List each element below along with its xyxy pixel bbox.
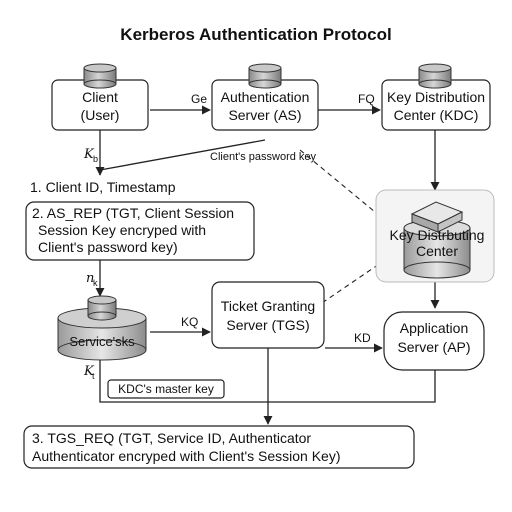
service-database-icon [87,295,117,321]
kdc-inner-label-2: Center [416,243,458,259]
ap-label-2: Server (AP) [397,339,470,355]
step2-line-1: 2. AS_REP (TGT, Client Session [32,205,234,221]
label-kt: K [83,364,95,379]
tgs-label-1: Ticket Granting [221,298,315,314]
ap-box [383,311,485,371]
step1-text: 1. Client ID, Timestamp [30,179,176,195]
client-label-1: Client [82,89,118,105]
tgs-label-2: Server (TGS) [226,317,309,333]
label-kb: K [83,147,95,162]
label-kd: KD [354,331,371,345]
kdc-label-1: Key Distribution [387,89,485,105]
kdc-database-icon [418,63,452,89]
ap-label-1: Application [400,320,469,336]
as-label-2: Server (AS) [228,107,301,123]
service-label: Service'sks [69,334,135,349]
service-node: Service'sks [57,295,147,361]
label-kb-sub: b [93,154,98,164]
label-client-password-key: Client's password key [210,151,317,163]
step3-frame [23,425,415,469]
label-kt-sub: t [92,371,95,381]
label-nk: n [86,271,94,286]
step3-box: 3. TGS_REQ (TGT, Service ID, Authenticat… [23,425,415,469]
as-database-icon [248,63,282,89]
kdc-master-key-note: KDC's master key [107,379,225,399]
step2-box: 2. AS_REP (TGT, Client Session Session K… [25,201,255,261]
as-node: Authentication Server (AS) [211,63,319,131]
kdc-node: Key Distribution Center (KDC) [381,63,491,131]
label-ge: Ge [191,92,207,106]
step3-line-1: 3. TGS_REQ (TGT, Service ID, Authenticat… [32,430,311,446]
step2-line-2: Session Key encryped with [38,222,206,238]
client-label-2: (User) [81,107,120,123]
tgs-box [211,281,325,349]
tgs-node: Ticket Granting Server (TGS) [211,281,325,349]
label-fq: FQ [358,92,375,106]
kdc-inner-label-1: Key Distrbuting [390,227,485,243]
step2-frame [25,201,255,261]
kdc-master-key-frame [107,379,225,399]
kdc-inner-node: Key Distrbuting Center [375,189,495,283]
diagram-title: Kerberos Authentication Protocol [120,25,391,44]
kdc-label-2: Center (KDC) [394,107,479,123]
label-kq: KQ [181,315,198,329]
kdc-inner-server-icon [403,201,471,279]
client-node: Client (User) [51,63,149,131]
step3-line-2: Authenticator encryped with Client's Ses… [32,448,341,464]
edge-as-to-client [99,139,266,171]
kdc-master-key-text: KDC's master key [118,382,214,396]
as-label-1: Authentication [221,89,310,105]
ap-node: Application Server (AP) [383,311,485,371]
label-nk-sub: k [93,278,98,288]
client-database-icon [83,63,117,89]
step2-line-3: Client's password key) [38,239,178,255]
